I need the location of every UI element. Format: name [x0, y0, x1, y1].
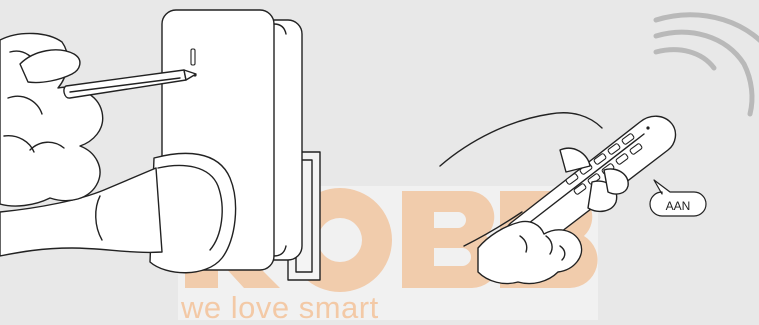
signal-waves-icon: [656, 15, 759, 132]
remote-led: [646, 126, 649, 129]
led-indicator: [191, 49, 195, 65]
speech-bubble-label: AAN: [650, 196, 706, 216]
logo-tagline: we love smart: [181, 292, 379, 324]
